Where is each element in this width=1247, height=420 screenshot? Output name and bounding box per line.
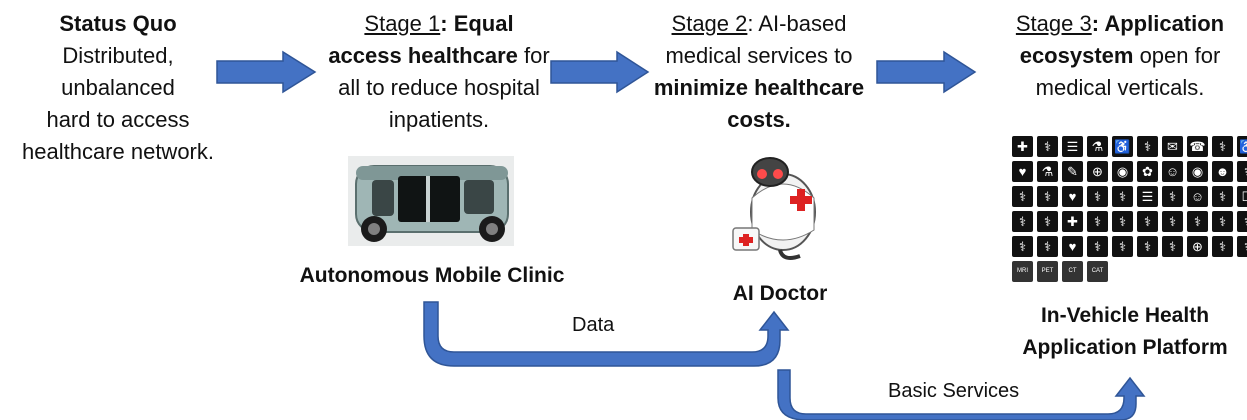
stage3-label: Stage 3 [1015, 11, 1092, 36]
medical-app-icon: ⚕ [1137, 136, 1158, 157]
medical-app-icon: ☎ [1187, 136, 1208, 157]
ct-scan-icon: CT [1062, 261, 1083, 282]
status-quo-block: Status Quo Distributed, unbalanced hard … [0, 8, 236, 168]
pet-scan-icon: PET [1037, 261, 1058, 282]
status-quo-line: healthcare network. [22, 139, 214, 164]
medical-app-icon: ♥ [1012, 161, 1033, 182]
medical-app-icon: ⚕ [1112, 236, 1133, 257]
stage2-bold: minimize healthcare costs. [653, 75, 865, 132]
medical-app-icon: ⚕ [1037, 211, 1058, 232]
stage3-bold-a: : Application [1091, 11, 1225, 36]
stage3-rest: open for medical verticals. [1035, 43, 1221, 100]
medical-app-icon: ⚕ [1112, 211, 1133, 232]
medical-app-icon: ☐ [1237, 186, 1247, 207]
medical-app-icon: ♿ [1112, 136, 1133, 157]
stage1-colon: : [440, 11, 448, 36]
stage1-heading: Equal access healthcare [328, 11, 518, 68]
medical-app-icon: ⚕ [1037, 136, 1058, 157]
medical-app-icon: ✚ [1062, 211, 1083, 232]
medical-app-icon: ⚕ [1112, 186, 1133, 207]
medical-app-icon: ✚ [1012, 136, 1033, 157]
platform-caption-line2: Application Platform [1022, 336, 1228, 359]
medical-app-icon: ⚕ [1162, 186, 1183, 207]
medical-app-icon: ⚕ [1212, 136, 1233, 157]
arrow-right-icon [550, 50, 650, 94]
medical-app-icon: ☺ [1187, 186, 1208, 207]
data-flow-label: Data [572, 314, 615, 336]
medical-app-icon: ⚕ [1237, 161, 1247, 182]
medical-app-icon: ⚕ [1187, 211, 1208, 232]
stage1-block: Stage 1: Equal access healthcare for all… [325, 8, 553, 136]
stage2-label: Stage 2 [671, 11, 748, 36]
medical-app-icon: ⚕ [1037, 236, 1058, 257]
medical-app-icon: ⚕ [1012, 211, 1033, 232]
stage2-block: Stage 2: AI-based medical services to mi… [648, 8, 870, 136]
cat-scan-icon: CAT [1087, 261, 1108, 282]
medical-app-icon: ⚕ [1012, 186, 1033, 207]
basic-services-flow-label: Basic Services [888, 380, 1020, 402]
data-flow-arrow-icon [423, 301, 790, 367]
medical-app-icon: ✉ [1162, 136, 1183, 157]
medical-app-icon-grid: ✚ ⚕ ☰ ⚗ ♿ ⚕ ✉ ☎ ⚕ ♿ ♥ ⚗ ✎ ⊕ ◉ ✿ ☺ ◉ ☻ ⚕ … [1012, 136, 1247, 282]
medical-app-icon: ◉ [1187, 161, 1208, 182]
medical-app-icon: ⚕ [1212, 236, 1233, 257]
arrow-right-icon [216, 50, 317, 94]
medical-app-icon: ⚕ [1137, 211, 1158, 232]
medical-app-icon: ⚕ [1212, 211, 1233, 232]
status-quo-line: unbalanced [61, 75, 175, 100]
stage1-rest: for all to reduce hospital inpatients. [338, 43, 550, 132]
medical-app-icon: ⚕ [1087, 236, 1108, 257]
mri-scan-icon: MRI [1012, 261, 1033, 282]
medical-app-icon: ♿ [1237, 136, 1247, 157]
medical-app-icon: ⊕ [1087, 161, 1108, 182]
medical-app-icon: ✎ [1062, 161, 1083, 182]
medical-app-icon: ⚕ [1212, 186, 1233, 207]
clinic-caption: Autonomous Mobile Clinic [299, 264, 565, 287]
medical-app-icon: ☰ [1137, 186, 1158, 207]
ai-doctor-robot-icon [732, 157, 816, 260]
stage1-label: Stage 1 [364, 11, 441, 36]
arrow-right-icon [876, 50, 977, 94]
status-quo-line: Distributed, [62, 43, 174, 68]
status-quo-title: Status Quo [59, 11, 177, 36]
medical-app-icon: ⚗ [1087, 136, 1108, 157]
stage2-text: : AI-based medical services to [665, 11, 853, 68]
medical-app-icon: ⚕ [1162, 211, 1183, 232]
status-quo-line: hard to access [46, 107, 190, 132]
medical-app-icon: ⚕ [1162, 236, 1183, 257]
medical-app-icon: ☺ [1162, 161, 1183, 182]
ai-doctor-caption: AI Doctor [732, 282, 828, 305]
medical-app-icon: ⚕ [1137, 236, 1158, 257]
medical-app-icon: ◉ [1112, 161, 1133, 182]
medical-app-icon: ⚕ [1037, 186, 1058, 207]
medical-app-icon: ⚕ [1237, 211, 1247, 232]
stage3-block: Stage 3: Application ecosystem open for m… [1000, 8, 1240, 104]
basic-services-arrow-icon [777, 369, 1146, 420]
stage3-bold-b: ecosystem [1019, 43, 1134, 68]
medical-app-icon: ⚕ [1237, 236, 1247, 257]
medical-app-icon: ☻ [1212, 161, 1233, 182]
medical-app-icon: ⊕ [1187, 236, 1208, 257]
medical-app-icon: ✿ [1137, 161, 1158, 182]
medical-app-icon: ♥ [1062, 186, 1083, 207]
medical-app-icon: ☰ [1062, 136, 1083, 157]
medical-app-icon: ⚕ [1087, 186, 1108, 207]
medical-app-icon: ⚕ [1012, 236, 1033, 257]
medical-app-icon: ⚗ [1037, 161, 1058, 182]
medical-app-icon: ⚕ [1087, 211, 1108, 232]
autonomous-clinic-vehicle-icon [348, 156, 514, 246]
platform-caption-line1: In-Vehicle Health [1040, 304, 1210, 327]
medical-app-icon: ♥ [1062, 236, 1083, 257]
